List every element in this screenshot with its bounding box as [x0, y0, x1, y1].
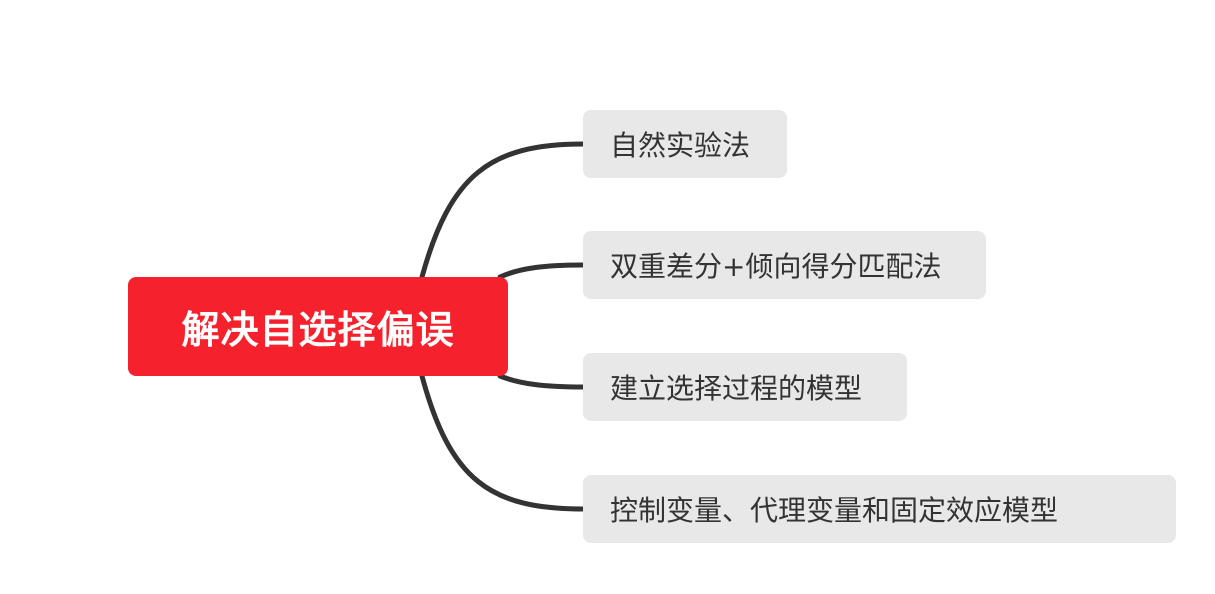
connector-line-3 — [419, 373, 586, 512]
root-node[interactable]: 解决自选择偏误 — [128, 277, 508, 376]
branch-node-natural-experiment[interactable]: 自然实验法 — [583, 110, 787, 178]
branch-node-label: 自然实验法 — [610, 129, 751, 162]
branch-node-selection-model[interactable]: 建立选择过程的模型 — [583, 353, 907, 421]
branch-node-did-psm[interactable]: 双重差分+倾向得分匹配法 — [583, 231, 986, 299]
connector-line-2 — [497, 373, 586, 390]
connector-line-0 — [419, 141, 586, 280]
root-node-label: 解决自选择偏误 — [181, 308, 455, 352]
branch-node-label: 控制变量、代理变量和固定效应模型 — [610, 494, 1059, 527]
branch-node-label: 双重差分+倾向得分匹配法 — [610, 250, 942, 283]
branch-node-label: 建立选择过程的模型 — [610, 372, 863, 405]
connector-line-1 — [497, 262, 586, 280]
branch-node-control-variables[interactable]: 控制变量、代理变量和固定效应模型 — [583, 475, 1176, 543]
